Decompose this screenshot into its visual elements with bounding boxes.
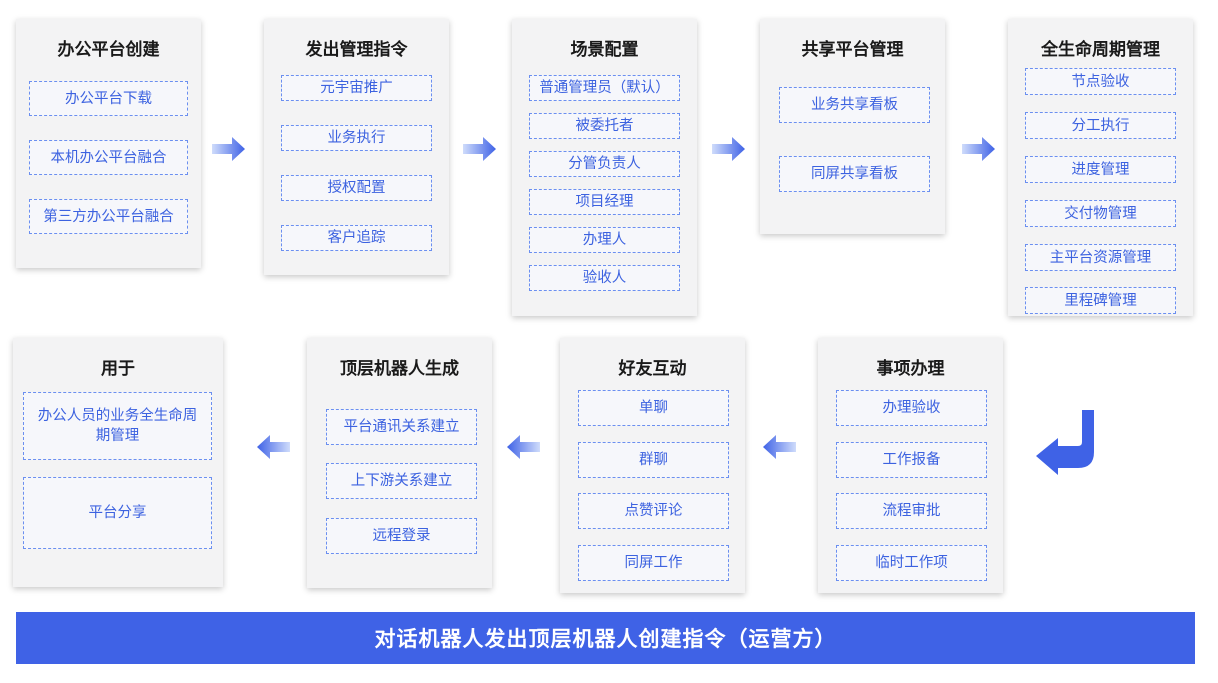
list-item: 办理人 <box>529 227 680 253</box>
arrow-right-icon <box>962 137 995 161</box>
turn-arrow-icon <box>1036 410 1094 475</box>
list-item: 节点验收 <box>1025 68 1176 95</box>
step-card-matter-handling: 事项办理 办理验收 工作报备 流程审批 临时工作项 <box>818 338 1003 593</box>
arrow-left-icon <box>257 435 290 459</box>
list-item: 交付物管理 <box>1025 200 1176 227</box>
list-item: 办理验收 <box>836 390 987 426</box>
footer-banner: 对话机器人发出顶层机器人创建指令（运营方） <box>16 612 1195 664</box>
step-card-full-lifecycle-management: 全生命周期管理 节点验收 分工执行 进度管理 交付物管理 主平台资源管理 里程碑… <box>1008 19 1193 316</box>
step-card-shared-platform-management: 共享平台管理 业务共享看板 同屏共享看板 <box>760 19 945 234</box>
footer-label: 对话机器人发出顶层机器人创建指令（运营方） <box>374 627 837 651</box>
list-item: 同屏工作 <box>578 545 729 581</box>
list-item: 授权配置 <box>281 175 432 201</box>
list-item: 点赞评论 <box>578 493 729 529</box>
card-title: 好友互动 <box>618 359 687 379</box>
list-item: 分工执行 <box>1025 112 1176 139</box>
list-item: 群聊 <box>578 442 729 478</box>
list-item: 平台分享 <box>23 477 212 549</box>
list-item: 第三方办公平台融合 <box>29 199 188 234</box>
list-item: 办公人员的业务全生命周期管理 <box>23 392 212 460</box>
list-item: 流程审批 <box>836 493 987 529</box>
step-card-scene-configuration: 场景配置 普通管理员（默认） 被委托者 分管负责人 项目经理 办理人 验收人 <box>512 19 697 316</box>
list-item: 进度管理 <box>1025 156 1176 183</box>
card-title: 共享平台管理 <box>801 40 904 60</box>
list-item: 被委托者 <box>529 113 680 139</box>
list-item: 办公平台下载 <box>29 81 188 116</box>
card-title: 办公平台创建 <box>57 40 160 60</box>
list-item: 单聊 <box>578 390 729 426</box>
list-item: 分管负责人 <box>529 151 680 177</box>
list-item: 元宇宙推广 <box>281 75 432 101</box>
arrow-right-icon <box>463 137 496 161</box>
list-item: 里程碑管理 <box>1025 287 1176 314</box>
list-item: 项目经理 <box>529 189 680 215</box>
list-item: 客户追踪 <box>281 225 432 251</box>
step-card-used-for: 用于 办公人员的业务全生命周期管理 平台分享 <box>13 338 223 587</box>
step-card-top-level-robot-generation: 顶层机器人生成 平台通讯关系建立 上下游关系建立 远程登录 <box>307 338 492 588</box>
step-card-office-platform-creation: 办公平台创建 办公平台下载 本机办公平台融合 第三方办公平台融合 <box>16 19 201 268</box>
arrow-right-icon <box>212 137 245 161</box>
arrow-left-icon <box>507 435 540 459</box>
list-item: 同屏共享看板 <box>779 156 930 192</box>
list-item: 验收人 <box>529 265 680 291</box>
list-item: 上下游关系建立 <box>326 463 477 499</box>
card-title: 发出管理指令 <box>305 40 408 60</box>
step-card-issue-management-command: 发出管理指令 元宇宙推广 业务执行 授权配置 客户追踪 <box>264 19 449 275</box>
list-item: 工作报备 <box>836 442 987 478</box>
card-title: 事项办理 <box>876 359 945 379</box>
list-item: 临时工作项 <box>836 545 987 581</box>
card-title: 场景配置 <box>570 40 639 60</box>
list-item: 本机办公平台融合 <box>29 140 188 175</box>
list-item: 业务共享看板 <box>779 87 930 123</box>
card-title: 全生命周期管理 <box>1041 40 1160 60</box>
arrow-left-icon <box>763 435 796 459</box>
card-title: 用于 <box>101 359 135 379</box>
list-item: 普通管理员（默认） <box>529 75 680 101</box>
card-title: 顶层机器人生成 <box>340 359 459 379</box>
list-item: 平台通讯关系建立 <box>326 409 477 445</box>
step-card-friend-interaction: 好友互动 单聊 群聊 点赞评论 同屏工作 <box>560 338 745 593</box>
list-item: 主平台资源管理 <box>1025 244 1176 271</box>
list-item: 业务执行 <box>281 125 432 151</box>
list-item: 远程登录 <box>326 518 477 554</box>
arrow-right-icon <box>712 137 745 161</box>
